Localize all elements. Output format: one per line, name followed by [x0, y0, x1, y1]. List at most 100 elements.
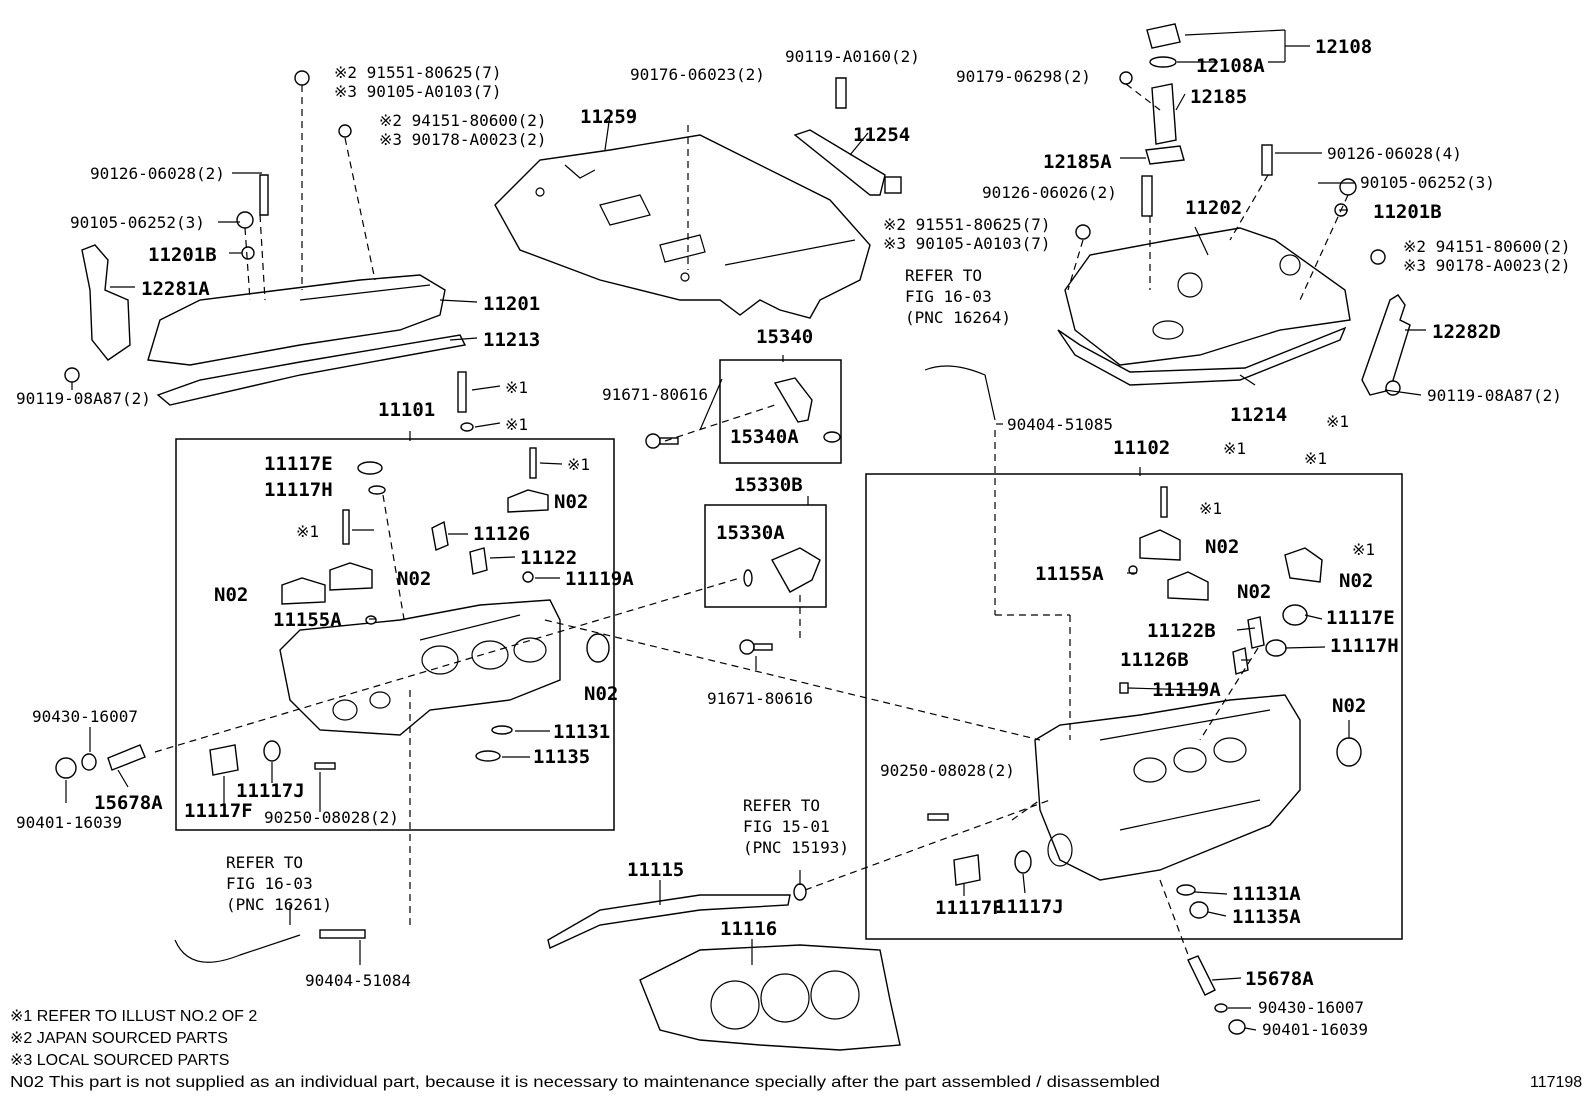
label-k1-h: ※1	[1199, 499, 1222, 518]
label-90126-06026: 90126-06026(2)	[982, 183, 1117, 202]
leader-lines	[65, 29, 1426, 1031]
label-11155A-r: 11155A	[1035, 563, 1104, 585]
label-N02-e: N02	[1205, 536, 1239, 558]
label-11117F-l: 11117F	[184, 800, 253, 822]
label-15330B: 15330B	[734, 474, 803, 496]
label-k3-90178-r: ※3 90178-A0023(2)	[1403, 256, 1571, 275]
label-k2-91551-top: ※2 91551-80625(7)	[334, 63, 502, 82]
refer-r-line2: FIG 16-03	[905, 287, 992, 306]
label-91671-80616-a: 91671-80616	[602, 385, 708, 404]
label-91671-80616-b: 91671-80616	[707, 689, 813, 708]
label-90401-16039-r: 90401-16039	[1262, 1020, 1368, 1039]
label-90105-06252-l: 90105-06252(3)	[70, 213, 205, 232]
label-90250-08028-r: 90250-08028(2)	[880, 761, 1015, 780]
label-k1-c: ※1	[567, 455, 590, 474]
cylinder-head-box-left	[175, 438, 615, 831]
legend-notes: ※1 REFER TO ILLUST NO.2 OF 2 ※2 JAPAN SO…	[10, 1008, 1582, 1091]
label-k2-94151-r: ※2 94151-80600(2)	[1403, 237, 1571, 256]
label-15678A-r: 15678A	[1245, 968, 1314, 990]
rh-small-parts-icon	[927, 486, 1362, 1035]
label-90176-06023: 90176-06023(2)	[630, 65, 765, 84]
label-k1-e: ※1	[1326, 412, 1349, 431]
label-N02-a: N02	[554, 491, 588, 513]
label-11117J-l: 11117J	[236, 780, 305, 802]
vvt-sensor-icon	[645, 377, 841, 449]
label-11117H-l: 11117H	[264, 479, 333, 501]
label-k1-g: ※1	[1304, 449, 1327, 468]
hose-icon	[174, 365, 996, 963]
label-15340: 15340	[756, 326, 813, 348]
label-11119A-l: 11119A	[565, 568, 634, 590]
label-N02-f: N02	[1237, 581, 1271, 603]
label-90430-16007-r: 90430-16007	[1258, 998, 1364, 1017]
label-11126B: 11126B	[1120, 649, 1189, 671]
label-11155A-l: 11155A	[273, 609, 342, 631]
label-N02-d: N02	[584, 683, 618, 705]
refer-l-line1: REFER TO	[226, 853, 303, 872]
label-k1-b: ※1	[505, 415, 528, 434]
label-N02-c: N02	[214, 584, 248, 606]
lh-small-parts-icon	[55, 371, 610, 779]
label-11116: 11116	[720, 918, 777, 940]
label-k1-d: ※1	[296, 522, 319, 541]
label-11202: 11202	[1185, 197, 1242, 219]
label-90119-08A87-l: 90119-08A87(2)	[16, 389, 151, 408]
label-k2-91551-mid: ※2 91551-80625(7)	[883, 215, 1051, 234]
refer-m-line2: FIG 15-01	[743, 817, 830, 836]
label-15330A: 15330A	[716, 522, 785, 544]
label-15678A-l: 15678A	[94, 792, 163, 814]
head-gasket-icon	[547, 883, 901, 1051]
label-11119A-r: 11119A	[1152, 679, 1221, 701]
label-15340A: 15340A	[730, 426, 799, 448]
label-11101: 11101	[378, 399, 435, 421]
engine-hanger-lh-icon	[64, 244, 131, 383]
label-12108: 12108	[1315, 36, 1372, 58]
label-90119-08A87-r: 90119-08A87(2)	[1427, 386, 1562, 405]
label-90126-06028-r: 90126-06028(4)	[1327, 144, 1462, 163]
label-11117H-r: 11117H	[1330, 635, 1399, 657]
label-12282D: 12282D	[1432, 321, 1501, 343]
bracket-11254-icon	[793, 77, 902, 196]
label-11122: 11122	[520, 547, 577, 569]
cylinder-head-box-right	[865, 473, 1403, 940]
label-k1-f: ※1	[1223, 439, 1246, 458]
cylinder-head-cover-lh-icon	[147, 70, 467, 406]
label-11126: 11126	[473, 523, 530, 545]
note-3: ※3 LOCAL SOURCED PARTS	[10, 1052, 229, 1069]
label-11135: 11135	[533, 746, 590, 768]
label-k1-i: ※1	[1352, 540, 1375, 559]
label-11117E-r: 11117E	[1326, 607, 1395, 629]
note-2: ※2 JAPAN SOURCED PARTS	[10, 1030, 228, 1047]
refer-l-line3: (PNC 16261)	[226, 895, 332, 914]
label-11201B-r: 11201B	[1373, 201, 1442, 223]
label-11201B-l: 11201B	[148, 244, 217, 266]
label-90250-08028-l: 90250-08028(2)	[264, 808, 399, 827]
engine-cover-icon	[494, 134, 871, 319]
label-11117F-r: 11117F	[935, 897, 1004, 919]
diagram-id: 117198	[1530, 1074, 1582, 1091]
refer-r-line3: (PNC 16264)	[905, 308, 1011, 327]
label-k3-90178-top: ※3 90178-A0023(2)	[379, 130, 547, 149]
label-N02-b: N02	[397, 568, 431, 590]
vvt-sensor-box	[719, 359, 842, 464]
callout-labels: 12108 12108A 12185 12185A 90179-06298(2)…	[16, 36, 1571, 1039]
label-11131: 11131	[553, 721, 610, 743]
ocv-icon	[739, 547, 821, 655]
note-n02: N02 This part is not supplied as an indi…	[10, 1074, 1160, 1091]
engine-hanger-rh-icon	[1361, 294, 1411, 396]
label-90401-16039-l: 90401-16039	[16, 813, 122, 832]
label-11259: 11259	[580, 106, 637, 128]
label-k3-90105-top: ※3 90105-A0103(7)	[334, 82, 502, 101]
label-90404-51084: 90404-51084	[305, 971, 411, 990]
refer-m-line1: REFER TO	[743, 796, 820, 815]
label-11213: 11213	[483, 329, 540, 351]
label-N02-g: N02	[1339, 570, 1373, 592]
label-90119-A0160: 90119-A0160(2)	[785, 47, 920, 66]
note-1: ※1 REFER TO ILLUST NO.2 OF 2	[10, 1008, 257, 1025]
label-11201: 11201	[483, 293, 540, 315]
refer-l-line2: FIG 16-03	[226, 874, 313, 893]
label-k2-94151-top: ※2 94151-80600(2)	[379, 111, 547, 130]
label-12108A: 12108A	[1196, 55, 1265, 77]
